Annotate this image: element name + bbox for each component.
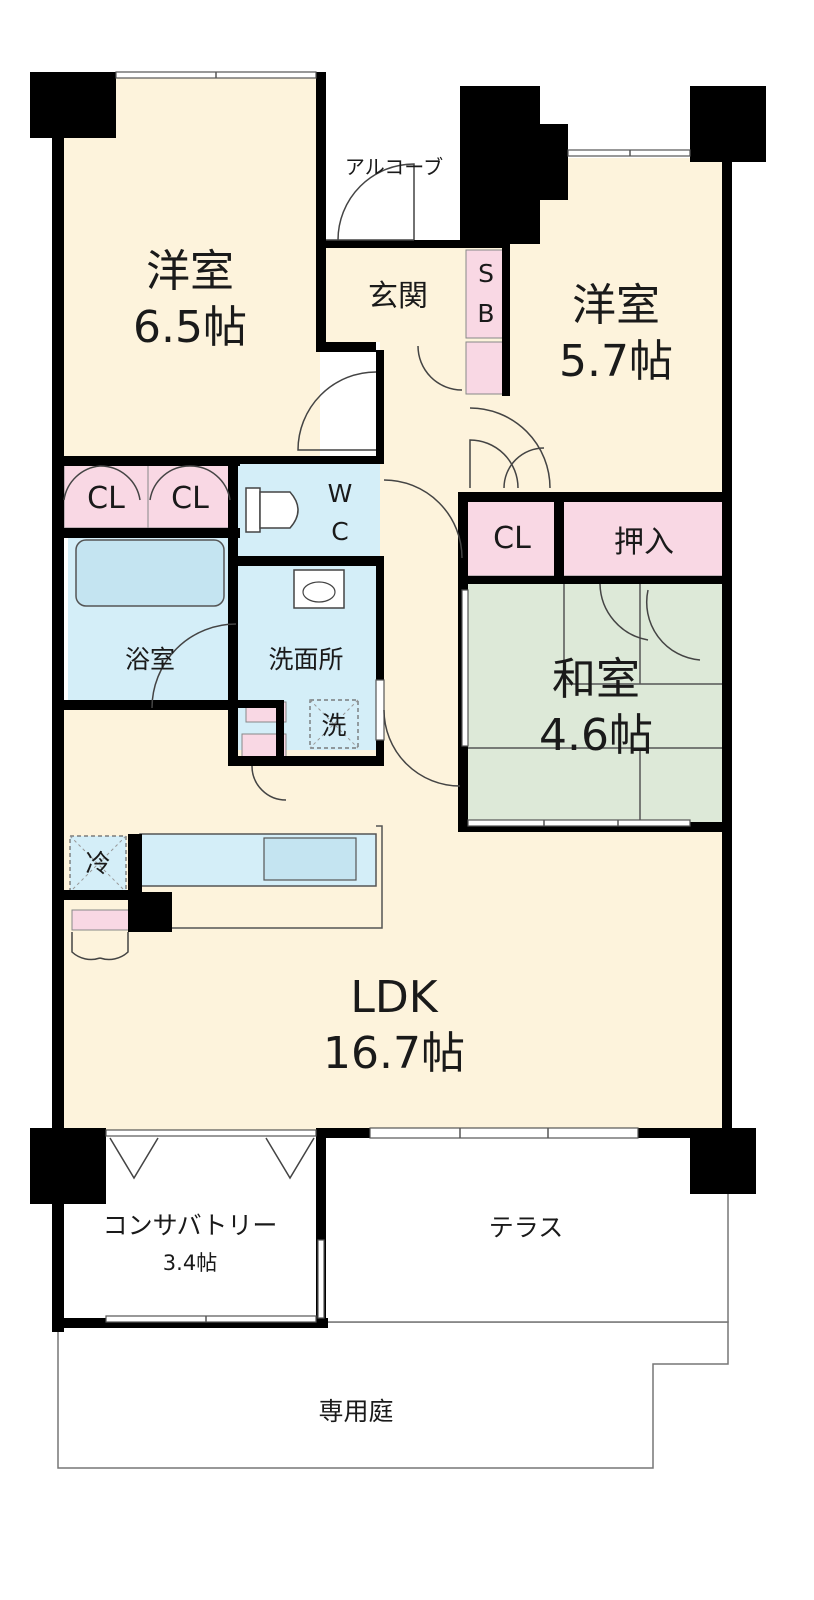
wash-basin-icon (293, 569, 345, 609)
closet-2 (147, 463, 233, 529)
japanese-room-floor (468, 580, 724, 824)
terrace-label: テラス (489, 1213, 564, 1242)
washer-label: 洗 (321, 711, 346, 740)
western-room-2-name: 洋室 (572, 280, 660, 331)
washroom-label: 洗面所 (268, 645, 343, 674)
japanese-room-size: 4.6帖 (539, 710, 653, 761)
shoe-box-label-b: B (477, 299, 494, 328)
ldk-name: LDK (350, 972, 438, 1023)
garden-label: 専用庭 (318, 1397, 393, 1426)
bathtub (75, 539, 225, 607)
bath-label: 浴室 (125, 645, 175, 674)
closet-3 (465, 499, 559, 577)
toilet-icon (245, 487, 299, 533)
oshiire-closet (561, 499, 725, 577)
shoe-box-label-s: S (478, 259, 494, 288)
kitchen-sink (263, 837, 357, 881)
japanese-room-name: 和室 (552, 654, 640, 705)
entrance-floor (326, 248, 466, 342)
terrace-area (322, 1133, 729, 1323)
conservatory-name: コンサバトリー (103, 1211, 278, 1240)
pantry-cabinet (71, 909, 131, 931)
garden-area (57, 1321, 729, 1469)
western-room-1-name: 洋室 (146, 246, 234, 297)
shoe-box-lower (465, 341, 507, 395)
hallway-floor (380, 340, 464, 720)
entrance-label: 玄関 (368, 279, 428, 314)
closet-3-label: CL (493, 521, 531, 556)
western-room-2-size: 5.7帖 (559, 336, 673, 387)
doors (63, 163, 701, 1180)
western-room-1-size: 6.5帖 (133, 302, 247, 353)
wc-label-c: C (331, 517, 348, 546)
western-room-1-floor (60, 78, 320, 464)
wc-label-w: W (328, 479, 353, 508)
closet-2-label: CL (171, 481, 209, 516)
ldk-size: 16.7帖 (323, 1028, 465, 1079)
fridge-label: 冷 (85, 849, 110, 878)
oshiire-label: 押入 (614, 525, 674, 560)
closet-1-label: CL (87, 481, 125, 516)
shoe-box (465, 249, 507, 339)
alcove-floor (326, 92, 466, 244)
alcove-label: アルコーブ (345, 155, 443, 179)
conservatory-size: 3.4帖 (163, 1251, 217, 1275)
